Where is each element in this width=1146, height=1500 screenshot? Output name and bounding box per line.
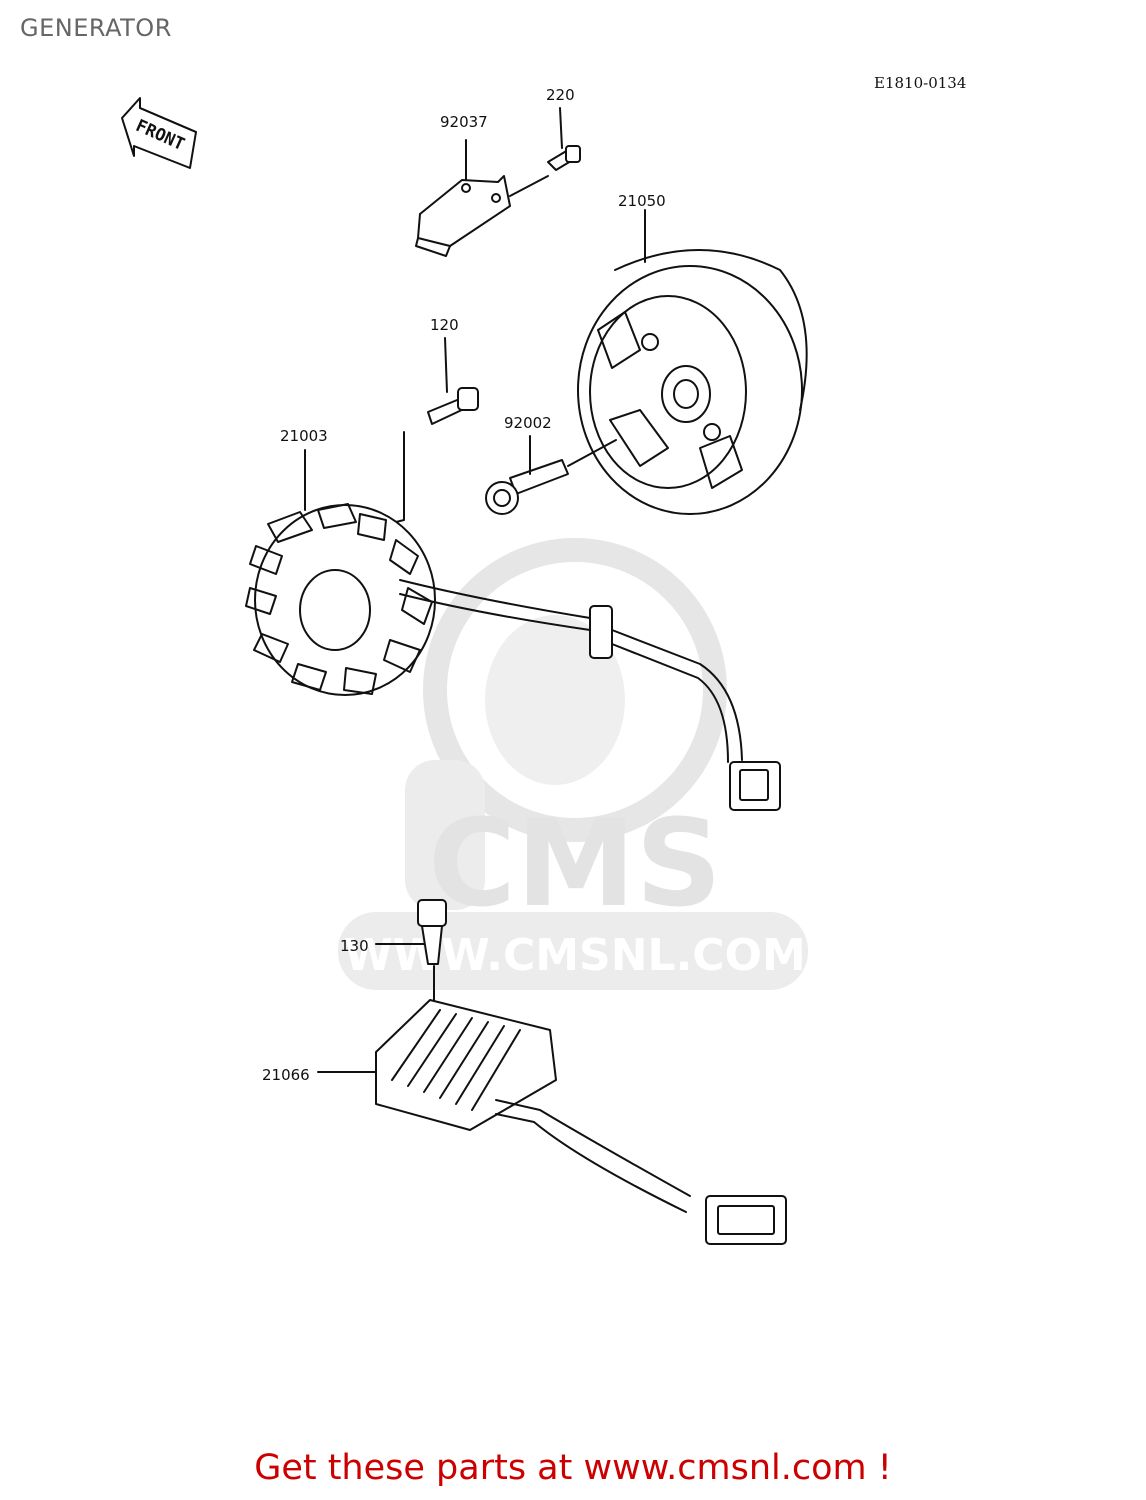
flywheel-21050	[577, 209, 808, 515]
part-label-220: 220	[546, 86, 575, 104]
part-label-130: 130	[340, 937, 369, 955]
diagram-code: E1810-0134	[874, 74, 967, 92]
stator-21003	[245, 449, 781, 811]
part-label-21050: 21050	[618, 192, 666, 210]
regulator-21066	[317, 999, 787, 1245]
front-arrow: FRONT	[121, 97, 197, 169]
part-label-92002: 92002	[504, 414, 552, 432]
part-label-92037: 92037	[440, 113, 488, 131]
part-label-21066: 21066	[262, 1066, 310, 1084]
bolt-220	[547, 107, 581, 171]
part-label-120: 120	[430, 316, 459, 334]
bolt-92002	[485, 435, 617, 515]
part-label-21003: 21003	[280, 427, 328, 445]
bracket-92037	[415, 139, 549, 257]
watermark-url: WWW.CMSNL.COM	[344, 930, 806, 981]
bolt-120	[379, 337, 479, 527]
page-title: GENERATOR	[20, 14, 172, 42]
cms-watermark: CMS WWW.CMSNL.COM	[338, 538, 808, 990]
watermark-brand: CMS	[428, 795, 722, 934]
footer-cta-link[interactable]: Get these parts at www.cmsnl.com !	[254, 1448, 892, 1488]
